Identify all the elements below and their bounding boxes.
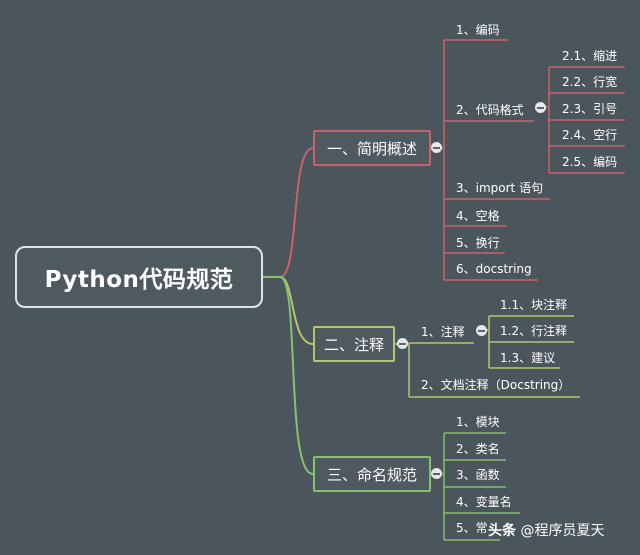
root-node[interactable]: Python代码规范	[15, 246, 263, 308]
leaf-file-encoding[interactable]: 2.5、编码	[562, 155, 618, 169]
leaf-module[interactable]: 1、模块	[456, 415, 500, 429]
leaf-docstring[interactable]: 6、docstring	[456, 262, 532, 276]
branch-overview[interactable]: 一、简明概述	[313, 130, 431, 166]
leaf-line-comment[interactable]: 1.2、行注释	[500, 324, 568, 338]
leaf-line-width[interactable]: 2.2、行宽	[562, 75, 618, 89]
leaf-spaces[interactable]: 4、空格	[456, 209, 500, 223]
leaf-doc-comments[interactable]: 2、文档注释（Docstring）	[421, 378, 571, 392]
leaf-suggestion[interactable]: 1.3、建议	[500, 351, 556, 365]
leaf-indent[interactable]: 2.1、缩进	[562, 49, 618, 63]
collapse-icon[interactable]	[476, 325, 487, 336]
watermark-author: @程序员夏天	[520, 523, 605, 539]
watermark-brand: 头条	[488, 523, 516, 539]
branch-naming[interactable]: 三、命名规范	[313, 456, 431, 492]
leaf-block-comment[interactable]: 1.1、块注释	[500, 298, 568, 312]
leaf-quotes[interactable]: 2.3、引号	[562, 102, 618, 116]
branch-comments[interactable]: 二、注释	[313, 326, 395, 362]
leaf-import[interactable]: 3、import 语句	[456, 181, 544, 195]
leaf-code-format[interactable]: 2、代码格式	[456, 103, 524, 117]
leaf-blank-lines[interactable]: 2.4、空行	[562, 128, 618, 142]
collapse-icon[interactable]	[397, 338, 408, 349]
collapse-icon[interactable]	[431, 468, 442, 479]
watermark: 头条 @程序员夏天	[488, 520, 604, 540]
leaf-constant[interactable]: 5、常	[456, 521, 488, 535]
leaf-encoding[interactable]: 1、编码	[456, 23, 500, 37]
leaf-newline[interactable]: 5、换行	[456, 236, 500, 250]
leaf-comments[interactable]: 1、注释	[421, 325, 465, 339]
collapse-icon[interactable]	[535, 102, 546, 113]
leaf-class[interactable]: 2、类名	[456, 442, 500, 456]
leaf-variable[interactable]: 4、变量名	[456, 495, 512, 509]
leaf-function[interactable]: 3、函数	[456, 468, 500, 482]
collapse-icon[interactable]	[431, 142, 442, 153]
